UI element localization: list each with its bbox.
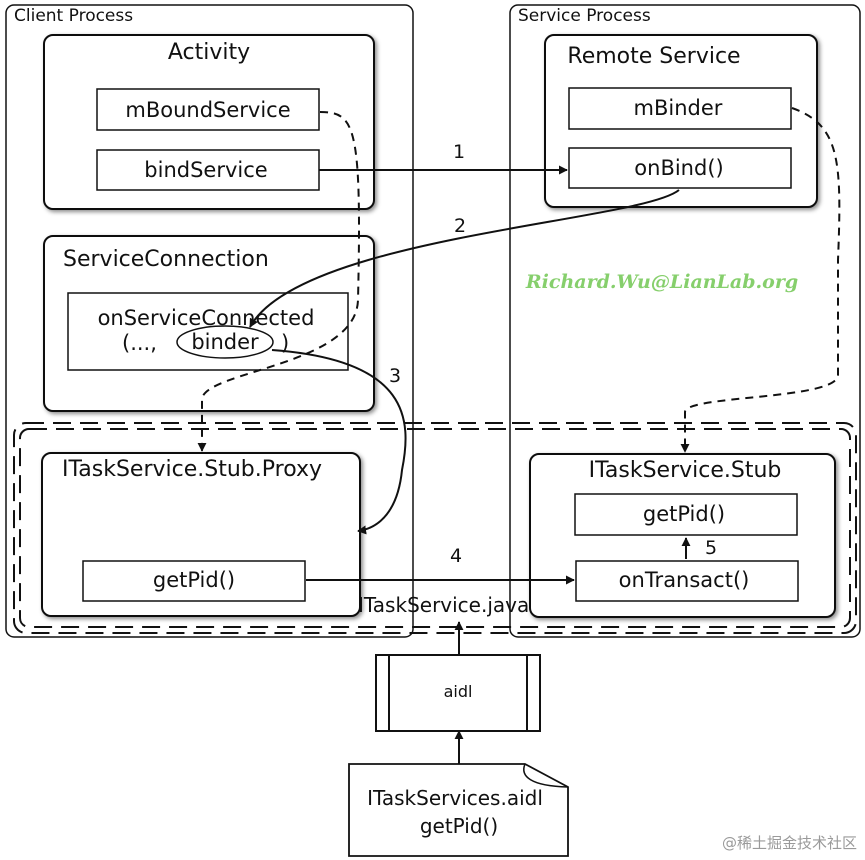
service-process-label: Service Process <box>518 6 651 26</box>
mbinder-field: mBinder <box>634 96 723 120</box>
aidl-source-file: ITaskServices.aidl getPid() <box>348 763 569 857</box>
page-fold-icon <box>523 763 569 788</box>
dashed-mbinder-stub <box>680 107 841 453</box>
stub-card: ITaskService.Stub getPid() onTransact() <box>529 453 836 618</box>
reference-lines <box>197 107 841 453</box>
stub-title: ITaskService.Stub <box>589 458 782 483</box>
mbinder-field-box <box>568 87 792 130</box>
step-5-label: 5 <box>705 537 717 559</box>
binder-argument: binder <box>191 330 259 354</box>
service-connection-title: ServiceConnection <box>63 247 269 272</box>
site-watermark: @稀土掘金技术社区 <box>722 834 857 852</box>
mboundservice-field: mBoundService <box>125 98 290 122</box>
stub-proxy-card: ITaskService.Stub.Proxy getPid() <box>41 452 361 617</box>
stub-getpid-method: getPid() <box>643 502 725 526</box>
stub-getpid-box <box>574 493 798 536</box>
service-connection-card: ServiceConnection onServiceConnected (..… <box>43 235 375 412</box>
step-4-label: 4 <box>450 545 462 567</box>
ontransact-method-box <box>575 560 799 602</box>
service-process-container: Service Process <box>509 4 861 638</box>
aidl-compiler-label: aidl <box>444 682 473 701</box>
step-3-label: 3 <box>389 365 401 387</box>
on-service-connected-callback: onServiceConnected <box>98 306 315 330</box>
client-process-label: Client Process <box>14 6 133 26</box>
arrow-return-binder <box>249 189 680 328</box>
client-process-container: Client Process <box>5 4 414 638</box>
remote-service-title: Remote Service <box>567 44 740 69</box>
remote-service-card: Remote Service mBinder onBind() <box>544 34 818 208</box>
proxy-getpid-box <box>82 560 306 602</box>
binder-argument-ellipse <box>176 325 274 359</box>
stub-proxy-title: ITaskService.Stub.Proxy <box>62 457 322 482</box>
dashed-mboundservice-proxy <box>197 111 360 452</box>
aidl-compiler-box: aidl <box>375 654 541 732</box>
callback-args-prefix: (..., <box>122 331 157 355</box>
author-credit: Richard.Wu@LianLab.org <box>525 271 798 293</box>
onbind-method-box <box>568 147 792 189</box>
mboundservice-field-box <box>96 88 320 131</box>
onbind-method: onBind() <box>634 156 723 180</box>
step-labels: 1 2 3 4 5 <box>389 141 717 567</box>
arrow-wrap-proxy <box>271 349 407 535</box>
activity-title: Activity <box>168 40 250 65</box>
aidl-source-method: getPid() <box>420 814 498 838</box>
step-1-label: 1 <box>453 141 465 163</box>
bindservice-method: bindService <box>144 158 267 182</box>
bindservice-method-box <box>96 149 320 191</box>
proxy-getpid-method: getPid() <box>153 568 235 592</box>
interface-file-boundary: ITaskService.java <box>13 422 857 634</box>
ontransact-method: onTransact() <box>619 568 750 592</box>
aidl-source-filename: ITaskServices.aidl <box>367 786 543 810</box>
activity-card: Activity mBoundService bindService <box>43 34 375 210</box>
flow-arrows <box>249 165 691 764</box>
callback-args-suffix: ) <box>281 331 289 355</box>
interface-file-label: ITaskService.java <box>358 593 529 617</box>
step-2-label: 2 <box>454 215 466 237</box>
